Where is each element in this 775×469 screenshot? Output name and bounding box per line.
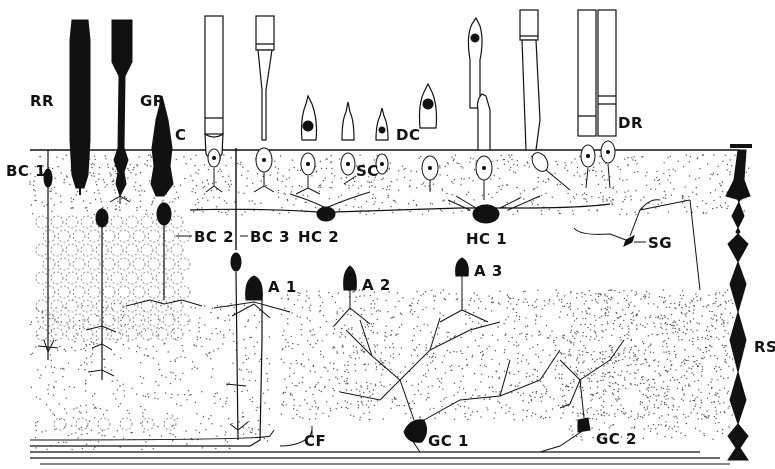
horizontal-hc2 [190,192,610,221]
ganglion-gc1 [340,318,560,442]
rod-dr-pair [578,10,616,188]
label-rr: RR [30,92,54,110]
bipolar-gr-chain [86,208,116,380]
label-a2: A 2 [362,276,391,294]
rod-gr [110,20,132,204]
label-a3: A 3 [474,262,503,280]
label-gr: GR [140,92,165,110]
muller-fiber-rs [726,144,752,460]
stellate-sg [574,200,700,290]
label-rs: RS [754,338,775,356]
label-gc1: GC 1 [428,432,469,450]
label-c: C [175,126,187,144]
cone-dc-group [296,18,492,200]
horizontal-hc1 [448,196,540,223]
rod-white-2 [254,16,274,192]
label-hc1: HC 1 [466,230,507,248]
rod-white-1 [205,16,223,192]
bipolar-bc2 [126,203,202,306]
label-hc2: HC 2 [298,228,339,246]
nuclear-layer-circles [36,216,190,430]
rod-rr [70,20,90,195]
label-gc2: GC 2 [596,430,637,448]
label-dc: DC [396,126,420,144]
label-a1: A 1 [268,278,297,296]
label-dr: DR [618,114,643,132]
label-bc3: BC 3 [250,228,290,246]
cone-c [151,96,173,196]
label-sc: SC [356,162,379,180]
label-cf: CF [304,432,326,450]
label-sg: SG [648,234,672,252]
label-bc2: BC 2 [194,228,234,246]
stipple-texture [29,154,749,450]
label-bc1: BC 1 [6,162,46,180]
bipolar-bc3 [226,148,248,440]
